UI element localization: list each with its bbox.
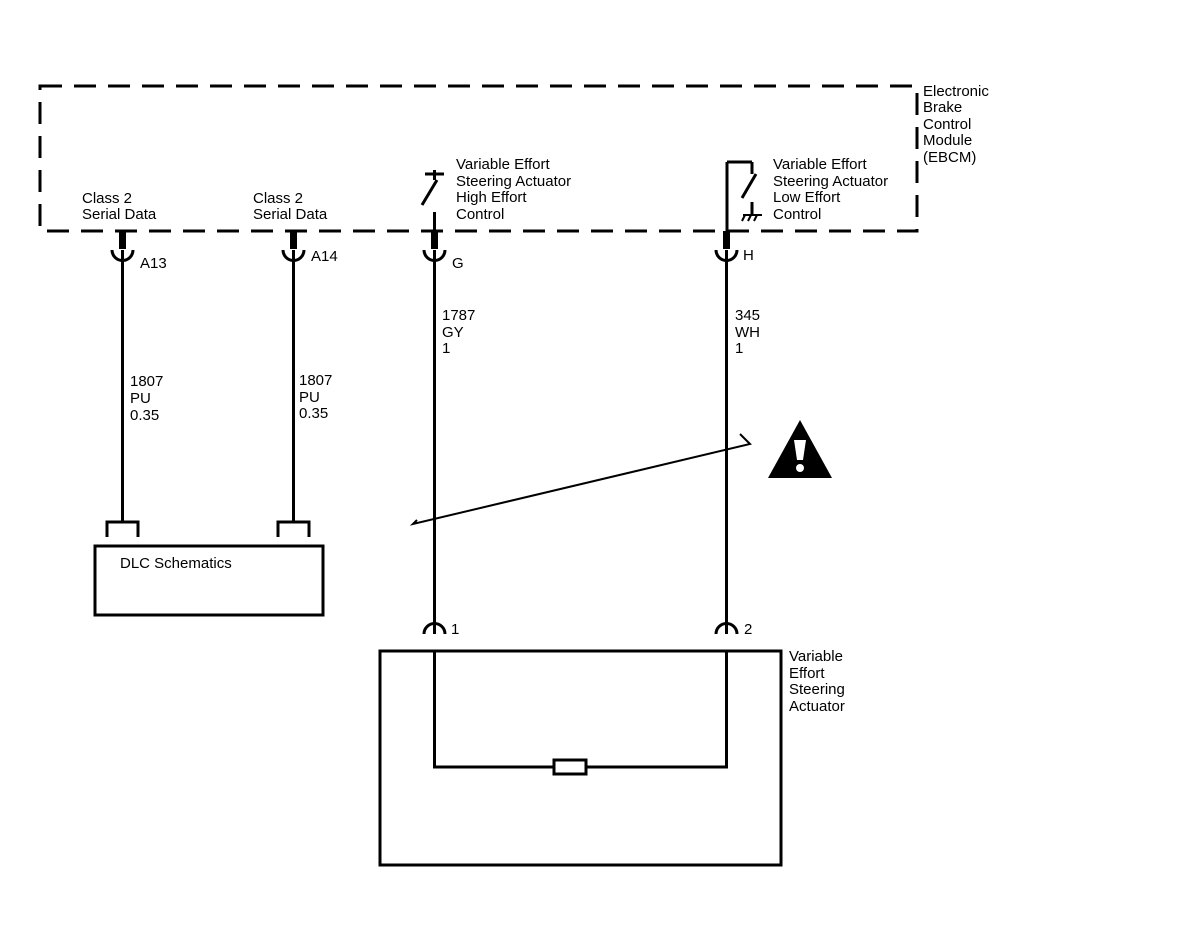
circuit-h: Variable Effort Steering Actuator Low Ef… (714, 156, 888, 638)
a14-wire-line-1: 1807 (299, 372, 332, 389)
actuator-label-line-2: Effort (789, 665, 825, 682)
g-wire-line-3: 1 (442, 340, 450, 357)
actuator-label-line-4: Actuator (789, 698, 845, 715)
dlc-label: DLC Schematics (120, 555, 232, 572)
actuator-internal-wire-left (433, 651, 554, 769)
a14-function-line-2: Serial Data (253, 206, 328, 223)
g-function-line-1: Variable Effort (456, 156, 550, 173)
twisted-pair-line (409, 433, 752, 526)
ebcm-label-line-1: Electronic (923, 83, 989, 100)
h-pin-label: H (743, 247, 754, 264)
a13-function-line-2: Serial Data (82, 206, 157, 223)
circuit-a13: Class 2 Serial Data A13 1807 PU 0.35 (82, 190, 167, 537)
g-wire-line-1: 1787 (442, 307, 475, 324)
h-function-line-2: Steering Actuator (773, 173, 888, 190)
ebcm-label-line-4: Module (923, 132, 972, 149)
a13-dlc-terminal (105, 520, 140, 537)
a14-wire-line-3: 0.35 (299, 405, 328, 422)
a13-wire-line-2: PU (130, 390, 151, 407)
a14-pin-label: A14 (311, 248, 338, 265)
h-function-line-3: Low Effort (773, 189, 841, 206)
ebcm-label-line-5: (EBCM) (923, 149, 976, 166)
g-pin-terminal (431, 231, 438, 249)
h-pin-terminal (723, 231, 730, 249)
g-wire-line-2: GY (442, 324, 464, 341)
h-switch-blade (740, 173, 758, 199)
a14-dlc-terminal (276, 520, 311, 537)
a13-pin-terminal (119, 231, 126, 249)
g-function-line-4: Control (456, 206, 504, 223)
g-function-line-2: Steering Actuator (456, 173, 571, 190)
circuit-a14: Class 2 Serial Data A14 1807 PU 0.35 (253, 190, 338, 537)
a13-function-line-1: Class 2 (82, 190, 132, 207)
actuator-box (378, 649, 783, 867)
circuit-g: Variable Effort Steering Actuator High E… (420, 156, 571, 638)
h-wire-line-2: WH (735, 324, 760, 341)
g-actuator-pin-label: 1 (451, 621, 459, 638)
a13-wire-line-3: 0.35 (130, 407, 159, 424)
g-pin-label: G (452, 255, 464, 272)
h-function-line-4: Control (773, 206, 821, 223)
h-actuator-connector-icon (714, 622, 739, 635)
h-wire-line-1: 345 (735, 307, 760, 324)
h-wire-line-3: 1 (735, 340, 743, 357)
dlc-box (93, 544, 325, 617)
a14-function-line-1: Class 2 (253, 190, 303, 207)
actuator-internal-wire-right (586, 651, 728, 769)
h-actuator-pin-label: 2 (744, 621, 752, 638)
g-actuator-connector-icon (422, 622, 447, 635)
actuator-label-line-3: Steering (789, 681, 845, 698)
ebcm-label-line-3: Control (923, 116, 971, 133)
solenoid-coil-icon (552, 758, 588, 776)
h-function-line-1: Variable Effort (773, 156, 867, 173)
ebcm-label-line-2: Brake (923, 99, 962, 116)
g-switch-blade (420, 179, 439, 206)
a13-wire-line-1: 1807 (130, 373, 163, 390)
ebcm-label: Electronic Brake Control Module (EBCM) (923, 83, 989, 166)
a13-pin-label: A13 (140, 255, 167, 272)
actuator-label: Variable Effort Steering Actuator (789, 648, 845, 715)
actuator-label-line-1: Variable (789, 648, 843, 665)
warning-triangle-icon (768, 420, 832, 478)
a14-wire-line-2: PU (299, 389, 320, 406)
a14-pin-terminal (290, 231, 297, 249)
ground-icon (741, 214, 762, 222)
g-function-line-3: High Effort (456, 189, 527, 206)
